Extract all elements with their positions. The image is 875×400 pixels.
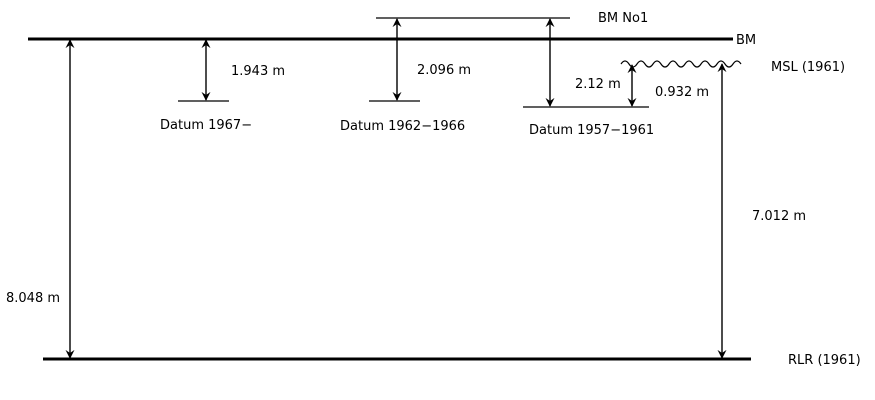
label-bm: BM	[736, 33, 756, 48]
label-msl-1961: MSL (1961)	[771, 60, 845, 75]
dimension-2-096: 2.096 m	[417, 63, 471, 78]
dimension-2-12: 2.12 m	[575, 77, 621, 92]
label-datum-1962-1966: Datum 1962−1966	[340, 119, 465, 134]
dimension-1-943: 1.943 m	[231, 64, 285, 79]
label-bm-no1: BM No1	[598, 11, 648, 26]
dimension-0-932: 0.932 m	[655, 85, 709, 100]
msl-wave-line	[620, 60, 742, 68]
label-datum-1967: Datum 1967−	[160, 118, 252, 133]
label-datum-1957-1961: Datum 1957−1961	[529, 123, 654, 138]
dimension-7-012: 7.012 m	[752, 209, 806, 224]
label-rlr-1961: RLR (1961)	[788, 353, 861, 368]
dimension-8-048: 8.048 m	[6, 291, 60, 306]
